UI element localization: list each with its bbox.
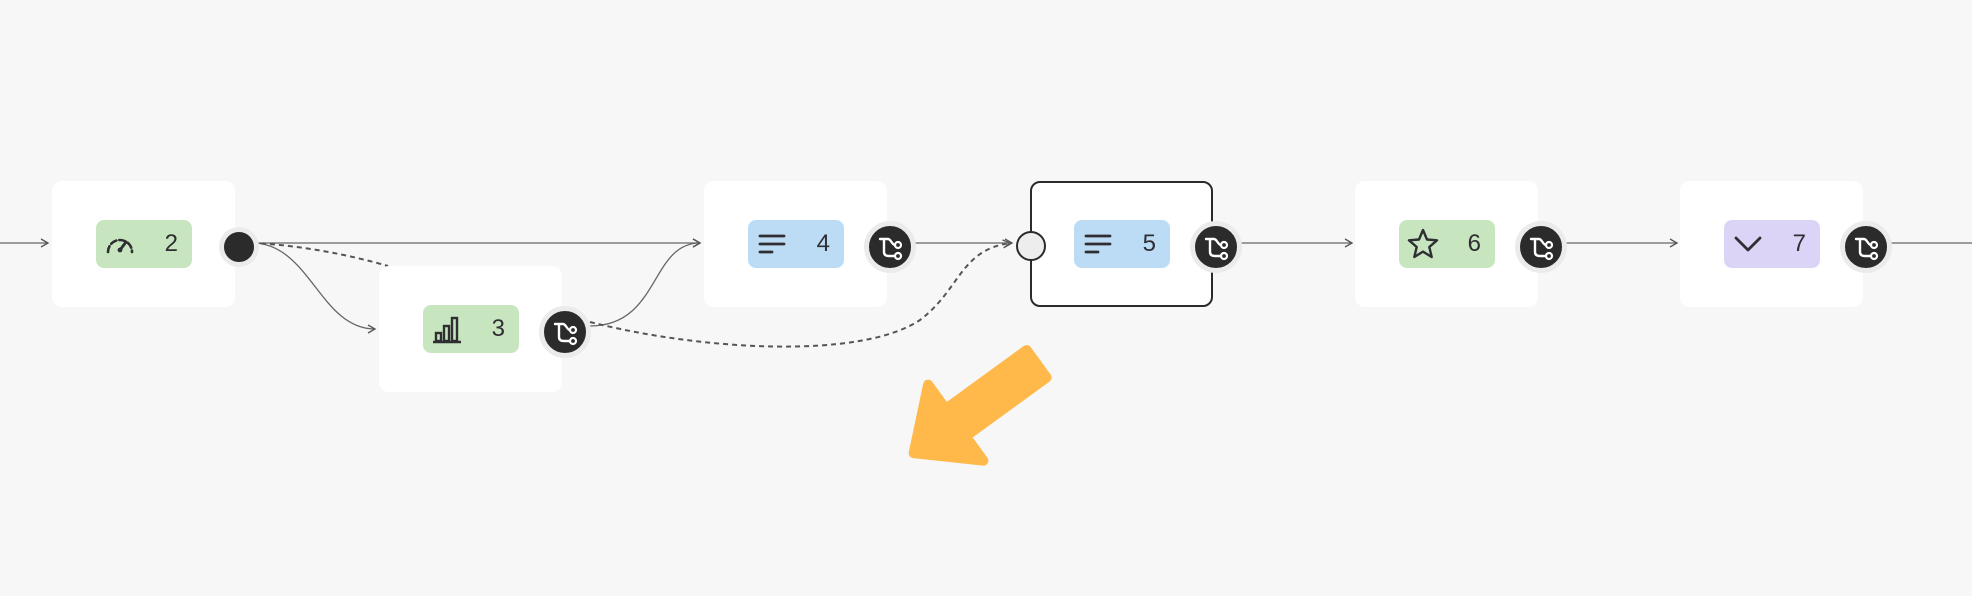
input-port[interactable]	[1016, 231, 1046, 261]
branch-icon	[878, 237, 903, 261]
text-lines-icon	[1084, 234, 1112, 254]
star-icon	[1407, 228, 1439, 259]
speedometer-icon	[106, 238, 134, 254]
bar-chart-icon	[433, 316, 461, 344]
node-badge: 2	[96, 220, 192, 268]
node-card-4[interactable]: 4	[704, 181, 887, 307]
branch-port[interactable]	[1840, 221, 1892, 273]
edge-2-to-3-dashed	[251, 242, 389, 267]
edge-3-to-4	[589, 238, 702, 327]
branch-port[interactable]	[1190, 221, 1242, 273]
node-badge: 7	[1724, 220, 1820, 268]
cursor-arrow-icon	[908, 345, 1052, 466]
node-badge: 5	[1074, 220, 1170, 268]
edge-2-to-3	[251, 242, 377, 334]
branch-port[interactable]	[539, 306, 591, 358]
branch-port[interactable]	[1515, 221, 1567, 273]
node-number: 3	[491, 315, 505, 342]
node-card-3[interactable]: 3	[379, 266, 562, 392]
node-number: 4	[816, 230, 830, 257]
edge-3-to-5-dashed	[589, 239, 1012, 348]
text-lines-icon	[758, 234, 786, 254]
output-port-dot[interactable]	[219, 227, 259, 267]
node-badge: 4	[748, 220, 844, 268]
node-badge: 6	[1399, 220, 1495, 268]
node-card-2[interactable]: 2	[52, 181, 235, 307]
node-badge: 3	[423, 305, 519, 353]
branch-icon	[553, 322, 578, 346]
node-card-5[interactable]: 5	[1030, 181, 1213, 307]
branch-icon	[1529, 237, 1554, 261]
branch-icon	[1204, 237, 1229, 261]
node-card-7[interactable]: 7	[1680, 181, 1863, 307]
node-number: 7	[1792, 230, 1806, 257]
node-card-6[interactable]: 6	[1355, 181, 1538, 307]
branch-icon	[1854, 237, 1879, 261]
node-number: 6	[1467, 230, 1481, 257]
chevron-down-icon	[1734, 236, 1762, 252]
node-number: 2	[164, 230, 178, 257]
branch-port[interactable]	[864, 221, 916, 273]
node-number: 5	[1142, 230, 1156, 257]
